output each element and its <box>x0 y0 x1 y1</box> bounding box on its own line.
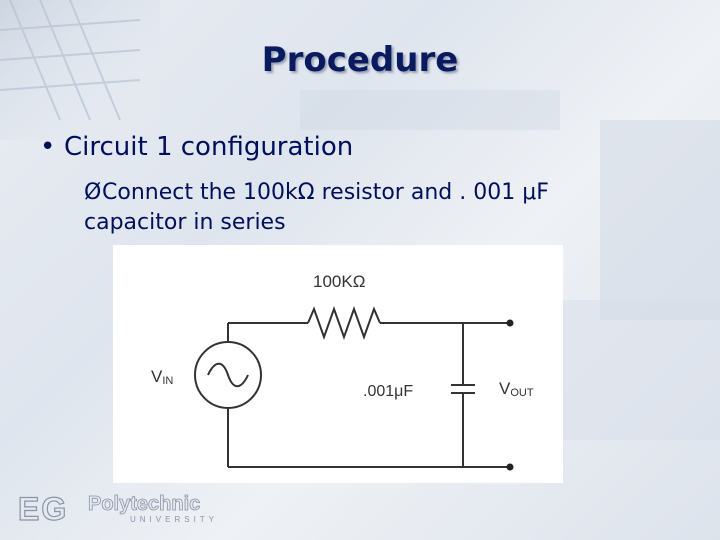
vout-label-main: V <box>499 379 511 398</box>
sub-bullet-item: ØConnect the 100kΩ resistor and . 001 μF… <box>84 178 644 238</box>
vin-label: VIN <box>151 367 173 387</box>
polytechnic-logo: EG Polytechnic UNIVERSITY <box>18 490 218 526</box>
resistor-label: 100KΩ <box>313 272 365 291</box>
sub-bullet-marker: Ø <box>84 180 102 205</box>
vout-label: VOUT <box>499 379 534 399</box>
sub-bullet-line1: Connect the 100kΩ resistor and . 001 μF <box>102 180 549 205</box>
circuit-diagram: 100KΩ VIN .001μF VOUT <box>113 245 563 483</box>
vout-label-sub: OUT <box>510 387 534 399</box>
logo-name: Polytechnic <box>88 493 200 515</box>
terminal-top <box>506 319 514 327</box>
bullet-item: • Circuit 1 configuration <box>40 132 353 162</box>
resistor-symbol <box>307 306 381 340</box>
vin-label-main: V <box>151 367 163 386</box>
vin-label-sub: IN <box>162 375 173 387</box>
sub-bullet-line2: capacitor in series <box>84 210 286 235</box>
terminal-bottom <box>506 463 514 471</box>
bullet-marker: • <box>40 132 56 162</box>
logo-sub: UNIVERSITY <box>130 515 218 524</box>
capacitor-label: .001μF <box>363 383 413 400</box>
ac-wave <box>207 362 249 388</box>
bullet-text: Circuit 1 configuration <box>64 132 354 162</box>
logo-letters: EG <box>18 491 68 526</box>
slide-title: Procedure <box>261 40 459 80</box>
